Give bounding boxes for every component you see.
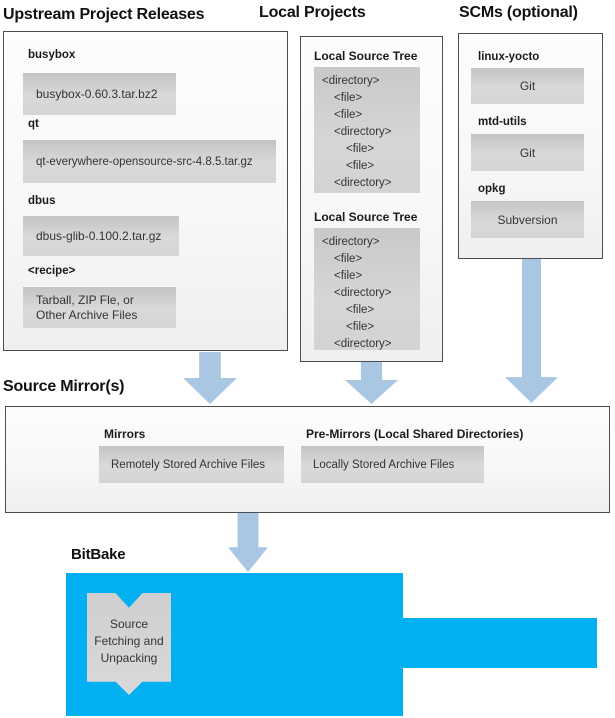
source-mirrors-panel: Mirrors Remotely Stored Archive Files Pr… xyxy=(5,406,610,513)
upstream-item-box: dbus-glib-0.100.2.tar.gz xyxy=(23,216,179,256)
tree-line: <directory> xyxy=(322,75,380,87)
upstream-item-box: qt-everywhere-opensource-src-4.8.5.tar.g… xyxy=(23,140,276,183)
upstream-item-label: <recipe> xyxy=(28,265,76,277)
upstream-item-label: busybox xyxy=(28,49,76,61)
arrow-mirrors-to-bitbake xyxy=(228,513,268,572)
tree-line: <directory> xyxy=(334,338,392,350)
tree-line: <directory> xyxy=(334,126,392,138)
upstream-item-box: Tarball, ZIP Fle, or Other Archive Files xyxy=(23,287,176,328)
scm-item-label: linux-yocto xyxy=(478,51,540,63)
upstream-item-box: busybox-0.60.3.tar.bz2 xyxy=(23,73,176,115)
source-tree-label: Local Source Tree xyxy=(314,49,418,63)
tree-line: <file> xyxy=(346,160,375,172)
mirrors-label: Mirrors xyxy=(104,427,146,441)
bitbake-arm xyxy=(402,618,597,668)
scm-item-box: Subversion xyxy=(471,201,584,238)
upstream-title: Upstream Project Releases xyxy=(3,6,205,23)
tree-line: <directory> xyxy=(334,177,392,189)
scm-item-label: mtd-utils xyxy=(478,116,527,128)
local-projects-panel: Local Source Tree <directory> <file> <fi… xyxy=(300,36,443,362)
source-tree-box: <directory> <file> <file> <directory> <f… xyxy=(314,228,420,350)
arrow-local-to-mirrors xyxy=(345,362,398,404)
bitbake-title: BitBake xyxy=(71,546,126,563)
tree-line: <directory> xyxy=(334,287,392,299)
tree-line: <directory> xyxy=(322,236,380,248)
upstream-panel: busybox busybox-0.60.3.tar.bz2 qt qt-eve… xyxy=(3,31,288,351)
arrow-upstream-to-mirrors xyxy=(183,352,237,404)
tree-line: <file> xyxy=(346,304,375,316)
mirrors-box: Remotely Stored Archive Files xyxy=(99,446,284,483)
source-tree-box: <directory> <file> <file> <directory> <f… xyxy=(314,67,420,193)
source-mirrors-title: Source Mirror(s) xyxy=(3,378,125,395)
premirrors-label: Pre-Mirrors (Local Shared Directories) xyxy=(306,427,524,441)
tree-line: <file> xyxy=(346,143,375,155)
tree-line: <file> xyxy=(334,92,363,104)
scm-item-label: opkg xyxy=(478,183,506,195)
arrow-scms-to-mirrors xyxy=(505,259,558,403)
local-projects-title: Local Projects xyxy=(259,4,366,21)
upstream-item-label: qt xyxy=(28,118,39,130)
scm-item-box: Git xyxy=(471,68,584,104)
scm-item-box: Git xyxy=(471,134,584,171)
source-fetching-ribbon: Source Fetching and Unpacking xyxy=(87,593,171,695)
scms-panel: linux-yocto Git mtd-utils Git opkg Subve… xyxy=(458,33,603,259)
tree-line: <file> xyxy=(346,321,375,333)
upstream-item-label: dbus xyxy=(28,195,56,207)
tree-line: <file> xyxy=(334,253,363,265)
source-tree-label: Local Source Tree xyxy=(314,210,418,224)
premirrors-box: Locally Stored Archive Files xyxy=(301,446,484,483)
scms-title: SCMs (optional) xyxy=(459,4,578,21)
tree-line: <file> xyxy=(334,270,363,282)
tree-line: <file> xyxy=(334,109,363,121)
